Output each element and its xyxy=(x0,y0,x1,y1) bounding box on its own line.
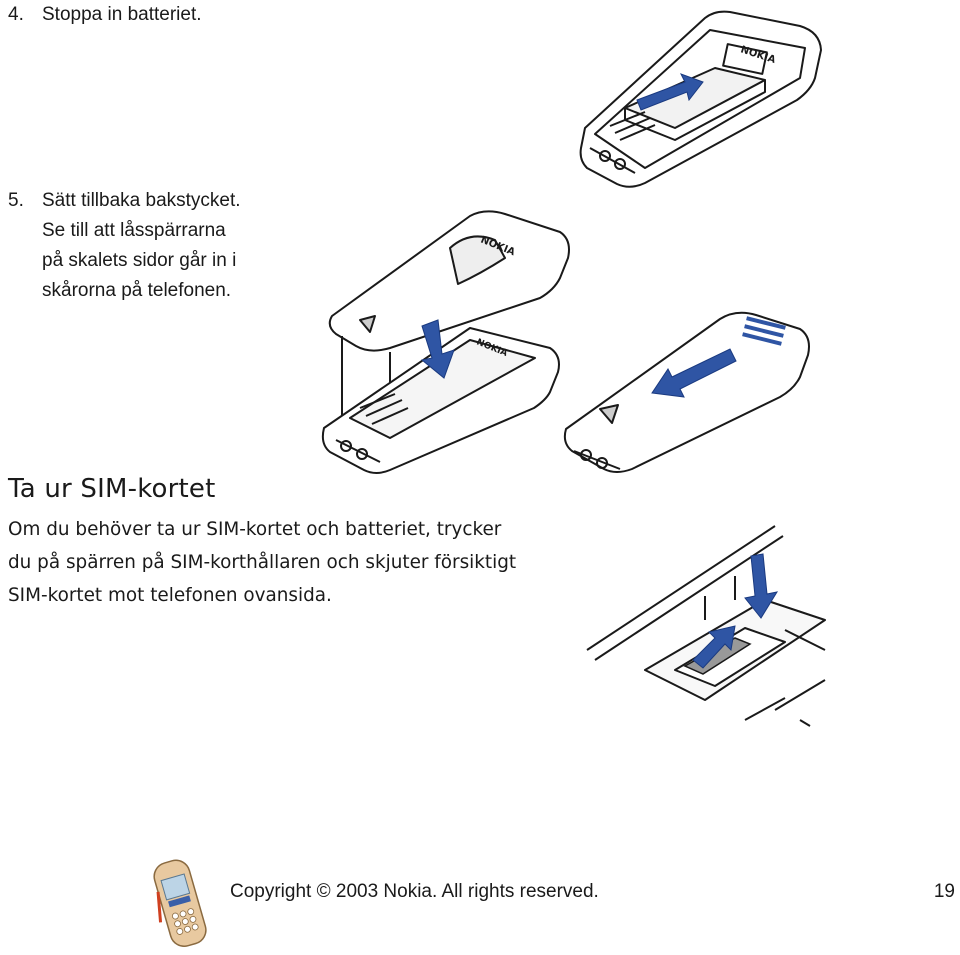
step-4-text: Stoppa in batteriet. xyxy=(42,4,202,25)
cover-lower-illustration: NOKIA NOKIA xyxy=(321,210,570,474)
footer-page-number: 19 xyxy=(933,881,955,902)
sim-holder-illustration xyxy=(586,525,826,727)
footer-phone-thumbnail xyxy=(153,859,207,948)
press-latch-arrow-icon xyxy=(744,553,779,619)
battery-insert-illustration: NOKIA xyxy=(579,10,822,188)
step-5: 5. Sätt tillbaka bakstycket. Se till att … xyxy=(8,186,241,306)
slide-arrow-icon xyxy=(651,348,737,398)
section-heading: Ta ur SIM-kortet xyxy=(8,474,216,504)
body-line-1: Om du behöver ta ur SIM-kortet och batte… xyxy=(8,519,502,540)
slide-sim-arrow-icon xyxy=(692,625,736,669)
lower-arrow-icon xyxy=(420,319,455,379)
footer-copyright: Copyright © 2003 Nokia. All rights reser… xyxy=(230,881,599,902)
insert-arrow-icon xyxy=(636,73,704,111)
step-5-line-1: Sätt tillbaka bakstycket. xyxy=(42,190,241,211)
step-5-line-3: på skalets sidor går in i xyxy=(42,250,237,271)
step-5-line-2: Se till att låsspärrarna xyxy=(42,220,226,241)
section-body: Om du behöver ta ur SIM-kortet och batte… xyxy=(8,513,578,612)
step-5-number: 5. xyxy=(8,190,24,211)
body-line-2: du på spärren på SIM-korthållaren och sk… xyxy=(8,552,517,573)
body-line-3: SIM-kortet mot telefonen ovansida. xyxy=(8,585,332,606)
step-5-line-4: skårorna på telefonen. xyxy=(42,280,232,301)
step-4: 4. Stoppa in batteriet. xyxy=(8,0,202,30)
step-4-number: 4. xyxy=(8,4,24,25)
cover-slide-illustration xyxy=(563,311,810,473)
